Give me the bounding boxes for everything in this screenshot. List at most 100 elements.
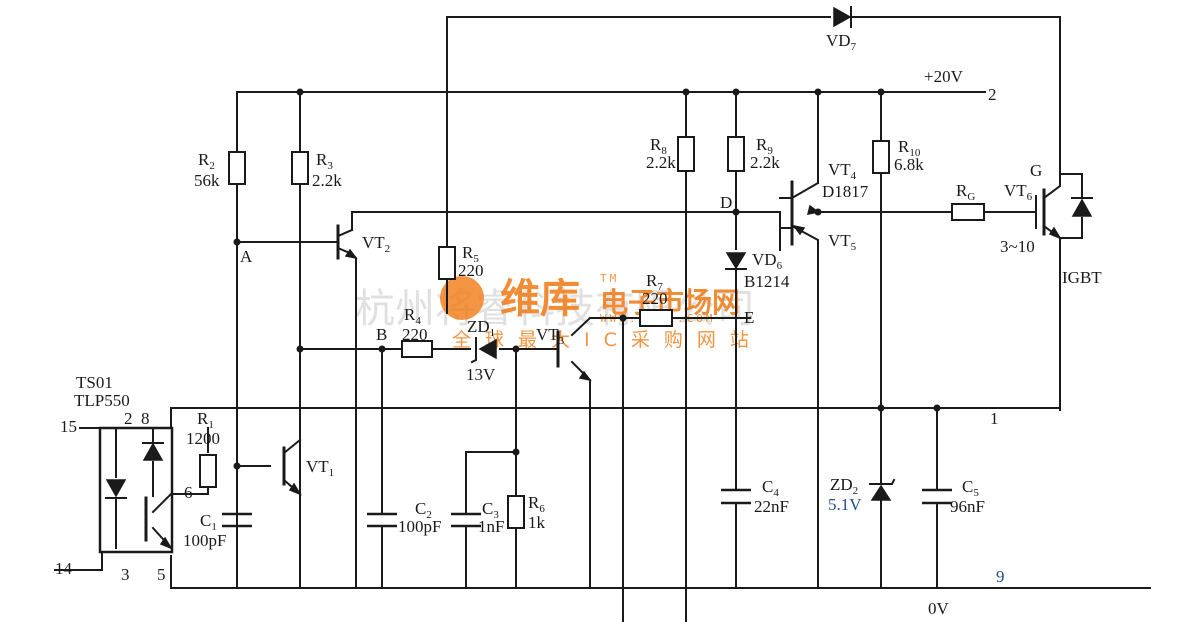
opto-part: TLP550 [74, 391, 130, 410]
transistor-vt2 [336, 224, 358, 260]
c3-label: C3 [482, 499, 499, 521]
diodes [105, 6, 1093, 501]
transistors [144, 180, 1062, 550]
resistor-r7 [639, 309, 673, 327]
r6-value: 1k [528, 513, 546, 532]
r6-label: R6 [528, 493, 545, 515]
r1-value: 1200 [186, 429, 220, 448]
supply-pin: 2 [988, 85, 997, 104]
igbt-label: IGBT [1062, 268, 1102, 287]
opto-pin-8: 8 [141, 409, 150, 428]
r4-value: 220 [402, 325, 428, 344]
c2-label: C2 [415, 499, 432, 521]
resistor-r5 [438, 246, 456, 280]
r7-label: R7 [646, 271, 663, 293]
c5-label: C5 [962, 477, 979, 499]
r7-value: 220 [642, 289, 668, 308]
capacitor-c5 [922, 488, 952, 505]
c4-value: 22nF [754, 497, 789, 516]
resistors [199, 136, 985, 529]
junctions [233, 88, 941, 470]
r10-value: 6.8k [894, 155, 924, 174]
transistor-vt5 [779, 210, 806, 246]
gate-label: G [1030, 161, 1042, 180]
resistor-r4 [401, 340, 433, 358]
mid-rail-pin: 1 [990, 409, 999, 428]
watermark: 杭州将睿科技有限公司 维库 电子市场网 WWW.DZSC.COM 全球最大IC采… [355, 272, 763, 351]
igbt-vt6 [1035, 188, 1062, 240]
vt6-label: VT6 [1004, 181, 1033, 203]
r5-value: 220 [458, 261, 484, 280]
opto-led [105, 479, 127, 499]
transistor-vt4 [779, 180, 820, 216]
zener-zd1 [470, 337, 497, 364]
r3-value: 2.2k [312, 171, 342, 190]
opto-pin-6: 6 [184, 483, 193, 502]
vt2-label: VT2 [362, 233, 390, 255]
c1-label: C1 [200, 511, 217, 533]
igbt-freewheel-diode [1071, 197, 1093, 217]
capacitor-c2 [367, 512, 397, 528]
labels: TS01 TLP550 15 2 8 6 14 3 5 R1 1200 C1 1… [55, 31, 1102, 618]
r5-label: R5 [462, 243, 479, 265]
vt4-label: VT4 [828, 160, 857, 182]
vd7-label: VD7 [826, 31, 857, 53]
opto-pin-15: 15 [60, 417, 77, 436]
node-d: D [720, 193, 732, 212]
zd2-label: ZD2 [830, 475, 858, 497]
c4-label: C4 [762, 477, 779, 499]
c5-value: 96nF [950, 497, 985, 516]
r10-label: R10 [898, 137, 921, 159]
ground-pin: 9 [996, 567, 1005, 586]
capacitor-c3 [451, 512, 481, 528]
resistor-r9 [727, 136, 745, 172]
supply-label: +20V [924, 67, 964, 86]
opto-pin-3: 3 [121, 565, 130, 584]
vd6-part: B1214 [744, 272, 790, 291]
opto-name: TS01 [76, 373, 113, 392]
c1-value: 100pF [183, 531, 226, 550]
rg-label: RG [956, 181, 975, 203]
watermark-logo: 维库 [500, 276, 580, 322]
r8-value: 2.2k [646, 153, 676, 172]
zener-zd2 [869, 478, 896, 501]
r2-value: 56k [194, 171, 220, 190]
vd6-label: VD6 [752, 250, 783, 272]
transistor-vt3 [556, 330, 592, 382]
opto-pin-2: 2 [124, 409, 133, 428]
vt5-label: VT5 [828, 231, 857, 253]
watermark-company: 杭州将睿科技有限公司 [355, 286, 755, 332]
watermark-tm: TM [600, 272, 619, 285]
transistor-vt1 [282, 446, 302, 496]
node-e: E [744, 308, 754, 327]
opto-pin-5: 5 [157, 565, 166, 584]
node-a: A [240, 247, 253, 266]
diode-vd7 [833, 6, 852, 28]
c2-value: 100pF [398, 517, 441, 536]
zd2-value: 5.1V [828, 495, 862, 514]
vt1-label: VT1 [306, 457, 334, 479]
capacitors [222, 488, 952, 589]
vt4-part: D1817 [822, 182, 869, 201]
optocoupler-body [98, 426, 174, 554]
opto-pin-14: 14 [55, 559, 73, 578]
ground-label: 0V [928, 599, 950, 618]
resistor-r8 [677, 136, 695, 172]
resistor-r10 [872, 140, 890, 174]
zd1-value: 13V [466, 365, 496, 384]
vt3-label: VT3 [536, 325, 565, 347]
wires [54, 16, 1151, 622]
r9-value: 2.2k [750, 153, 780, 172]
watermark-slogan: 全球最大IC采购网站 [452, 329, 763, 351]
node-b: B [376, 325, 387, 344]
r1-label: R1 [197, 409, 214, 431]
opto-phototransistor [144, 496, 173, 550]
resistor-r1 [199, 454, 217, 488]
watermark-logo-icon [440, 276, 484, 320]
vt6-value: 3~10 [1000, 237, 1035, 256]
opto-photodiode [142, 442, 164, 461]
r3-label: R3 [316, 150, 333, 172]
r2-label: R2 [198, 150, 215, 172]
resistor-r3 [291, 151, 309, 185]
